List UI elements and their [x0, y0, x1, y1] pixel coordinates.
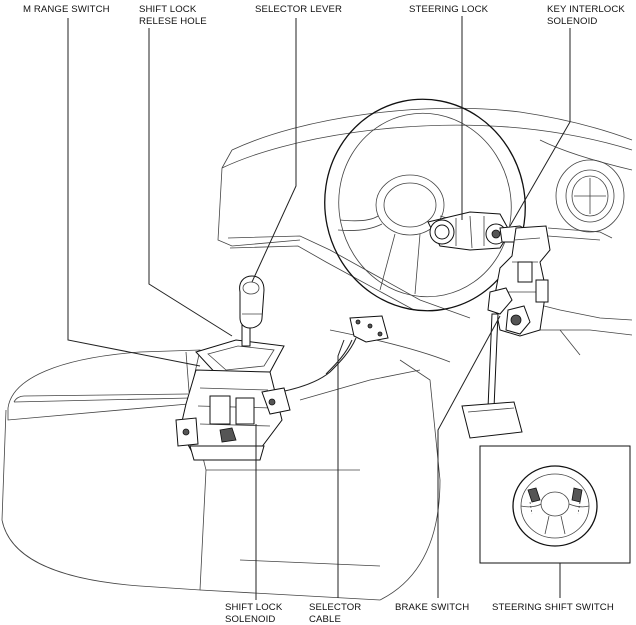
label-shift-lock-release-hole-line1: SHIFT LOCK — [139, 4, 197, 15]
dashboard-outline — [217, 107, 633, 363]
label-steering-shift-switch: STEERING SHIFT SWITCH — [492, 602, 614, 613]
label-selector-cable-line2: CABLE — [309, 614, 341, 625]
label-m-range-switch: M RANGE SWITCH — [23, 4, 110, 15]
steering-lock-assembly — [427, 211, 531, 251]
center-console — [1, 349, 441, 601]
label-shift-lock-release-hole-line2: RELESE HOLE — [139, 16, 207, 27]
label-brake-switch: BRAKE SWITCH — [395, 602, 469, 613]
selector-cable-bracket — [349, 315, 389, 343]
shifter-mechanism — [175, 275, 291, 461]
air-vent — [555, 159, 625, 233]
label-shift-lock-solenoid-line2: SOLENOID — [225, 614, 275, 625]
label-selector-lever: SELECTOR LEVER — [255, 4, 342, 15]
selector-cable — [279, 337, 357, 393]
label-steering-lock: STEERING LOCK — [409, 4, 489, 15]
label-selector-cable-line1: SELECTOR — [309, 602, 361, 613]
labels: M RANGE SWITCH SHIFT LOCK RELESE HOLE SE… — [23, 4, 625, 625]
label-key-interlock-solenoid-line2: SOLENOID — [547, 16, 597, 27]
steering-shift-switch-inset — [479, 445, 631, 564]
leader-lines — [67, 16, 571, 600]
label-shift-lock-solenoid-line1: SHIFT LOCK — [225, 602, 283, 613]
pedal-bracket — [461, 225, 551, 439]
label-key-interlock-solenoid-line1: KEY INTERLOCK — [547, 4, 625, 15]
